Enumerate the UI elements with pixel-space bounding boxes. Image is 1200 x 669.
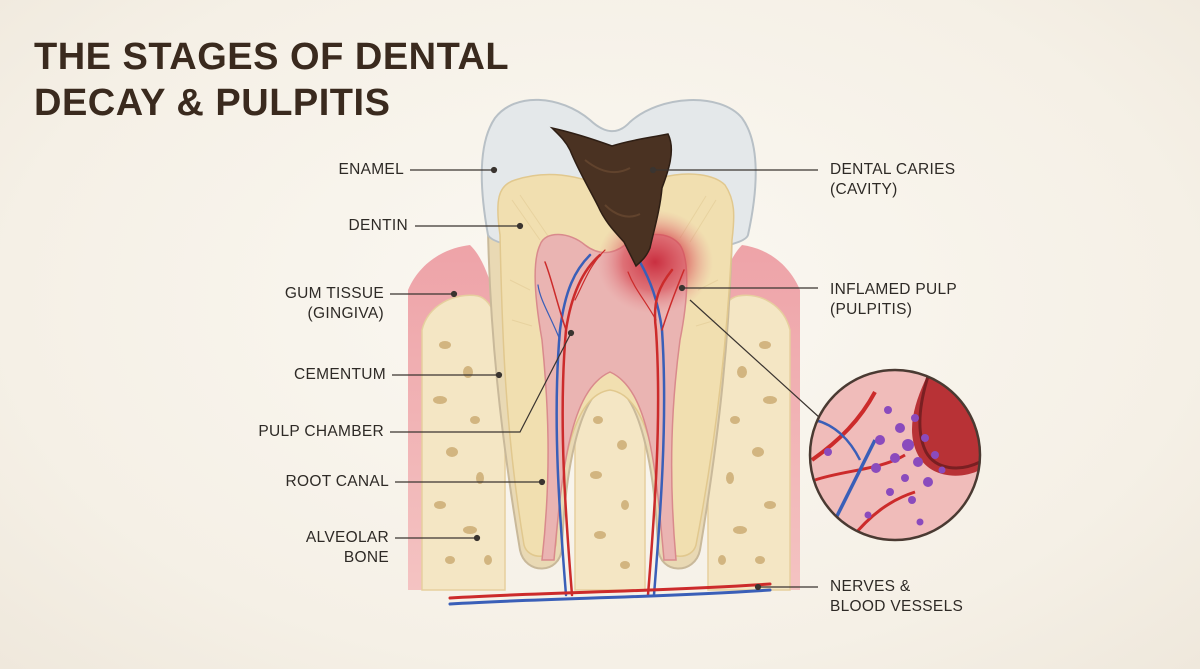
blood-vessels: [448, 249, 772, 606]
artery-left: [561, 253, 602, 597]
pulpitis-zoom-inset: [808, 368, 982, 542]
label-cementum: CEMENTUM: [294, 366, 386, 383]
label-alveolar-bone: ALVEOLAR BONE: [305, 529, 389, 566]
main-artery: [448, 582, 772, 600]
label-inflamed-pulp: INFLAMED PULP (PULPITIS): [830, 281, 958, 318]
bacteria-cluster: [824, 406, 946, 526]
label-gum-tissue: GUM TISSUE (GINGIVA): [284, 285, 384, 322]
bone-left: [421, 294, 506, 591]
caries-cavity: [549, 126, 673, 268]
vein-left: [555, 253, 592, 597]
title-line-1: THE STAGES OF DENTAL: [34, 36, 510, 78]
label-pulp-chamber: PULP CHAMBER: [258, 423, 384, 440]
label-root-canal: ROOT CANAL: [285, 473, 389, 490]
vein-right: [638, 260, 666, 597]
main-vein: [448, 588, 772, 606]
artery-right: [646, 268, 674, 597]
label-enamel: ENAMEL: [338, 161, 404, 178]
label-dentin: DENTIN: [348, 217, 408, 234]
label-nerves-blood-vessels: NERVES & BLOOD VESSELS: [830, 578, 964, 615]
page-title: THE STAGES OF DENTAL DECAY & PULPITIS: [34, 34, 509, 126]
title-line-2: DECAY & PULPITIS: [34, 82, 391, 124]
leader-lines: [390, 166, 821, 591]
label-dental-caries: DENTAL CARIES (CAVITY): [830, 161, 956, 198]
